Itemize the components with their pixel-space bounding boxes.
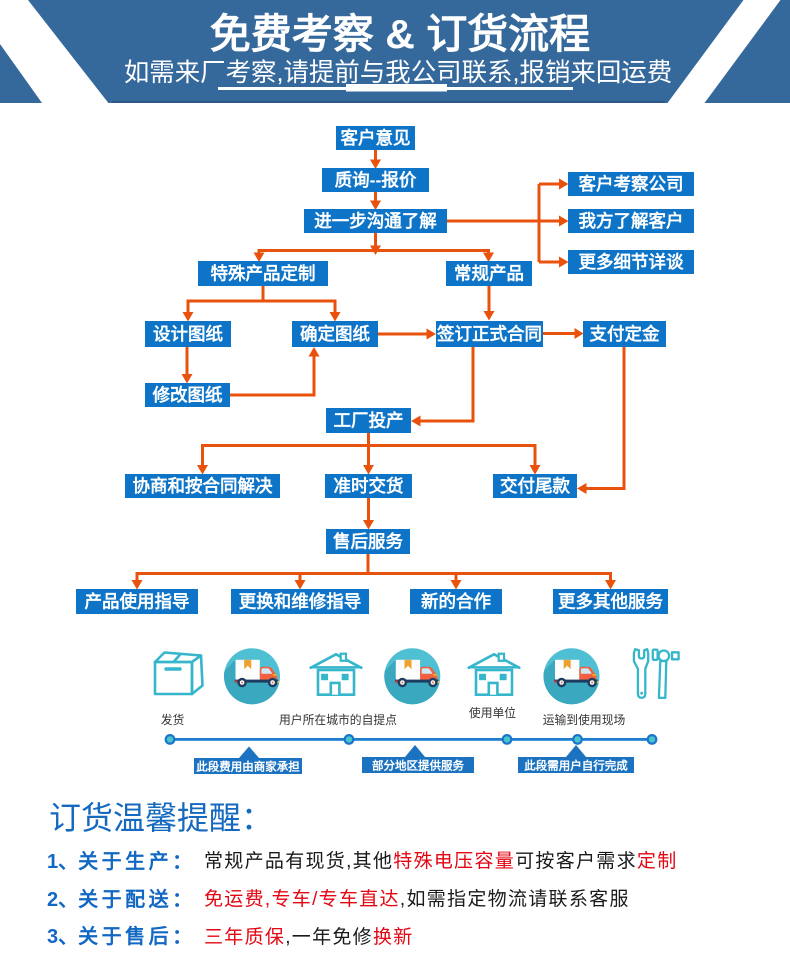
svg-text:确定图纸: 确定图纸 xyxy=(300,324,370,344)
svg-text:支付定金: 支付定金 xyxy=(589,324,660,344)
svg-text:新的合作: 新的合作 xyxy=(421,592,491,612)
svg-text:2、关于配送：: 2、关于配送： xyxy=(47,887,192,911)
svg-text:交付尾款: 交付尾款 xyxy=(500,476,570,496)
svg-text:用户所在城市的自提点: 用户所在城市的自提点 xyxy=(279,713,397,727)
svg-text:进一步沟通了解: 进一步沟通了解 xyxy=(314,211,437,231)
svg-text:运输到使用现场: 运输到使用现场 xyxy=(543,713,626,727)
svg-text:更多其他服务: 更多其他服务 xyxy=(558,592,663,612)
svg-text:更换和维修指导: 更换和维修指导 xyxy=(239,592,362,612)
svg-text:准时交货: 准时交货 xyxy=(334,476,404,496)
svg-text:如需来厂考察,请提前与我公司联系,报销来回运费: 如需来厂考察,请提前与我公司联系,报销来回运费 xyxy=(124,59,672,87)
svg-text:使用单位: 使用单位 xyxy=(469,706,516,720)
svg-text:三年质保,一年免修换新: 三年质保,一年免修换新 xyxy=(204,926,414,948)
svg-text:订货温馨提醒：: 订货温馨提醒： xyxy=(49,800,273,836)
svg-text:3、关于售后：: 3、关于售后： xyxy=(47,924,192,948)
svg-text:产品使用指导: 产品使用指导 xyxy=(85,592,190,612)
svg-text:设计图纸: 设计图纸 xyxy=(153,324,223,344)
svg-text:常规产品: 常规产品 xyxy=(454,264,524,284)
svg-text:常规产品有现货,其他特殊电压容量可按客户需求定制: 常规产品有现货,其他特殊电压容量可按客户需求定制 xyxy=(204,850,678,872)
svg-text:协商和按合同解决: 协商和按合同解决 xyxy=(133,476,273,496)
svg-text:1、关于生产：: 1、关于生产： xyxy=(47,849,192,873)
svg-text:更多细节详谈: 更多细节详谈 xyxy=(579,252,684,272)
svg-text:质询--报价: 质询--报价 xyxy=(335,170,417,190)
svg-text:客户考察公司: 客户考察公司 xyxy=(578,174,684,194)
svg-text:售后服务: 售后服务 xyxy=(333,532,403,552)
svg-text:修改图纸: 修改图纸 xyxy=(152,385,223,405)
svg-text:发货: 发货 xyxy=(161,713,185,727)
svg-text:签订正式合同: 签订正式合同 xyxy=(436,324,542,344)
svg-text:免费考察 & 订货流程: 免费考察 & 订货流程 xyxy=(210,11,590,57)
svg-text:我方了解客户: 我方了解客户 xyxy=(579,211,684,231)
svg-text:客户意见: 客户意见 xyxy=(340,128,411,148)
svg-text:此段需用户自行完成: 此段需用户自行完成 xyxy=(524,759,628,773)
svg-text:特殊产品定制: 特殊产品定制 xyxy=(211,264,316,284)
svg-text:免运费,专车/专车直达,如需指定物流请联系客服: 免运费,专车/专车直达,如需指定物流请联系客服 xyxy=(204,888,630,910)
svg-text:部分地区提供服务: 部分地区提供服务 xyxy=(372,759,464,773)
svg-text:工厂投产: 工厂投产 xyxy=(334,411,404,431)
svg-text:此段费用由商家承担: 此段费用由商家承担 xyxy=(196,760,300,774)
